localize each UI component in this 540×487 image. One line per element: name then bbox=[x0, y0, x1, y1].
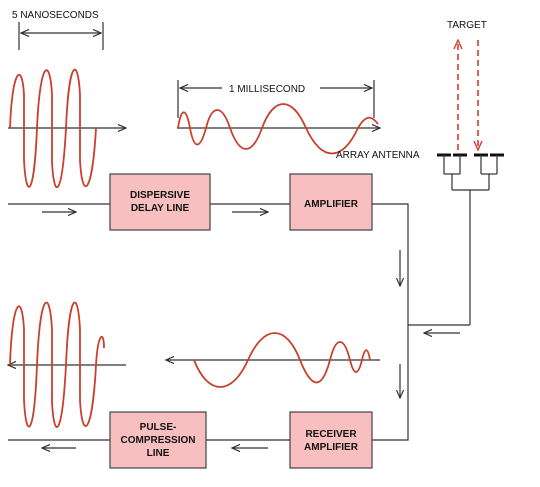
receive-chain: RECEIVER AMPLIFIER PULSE- COMPRESSION LI… bbox=[8, 411, 373, 469]
antenna-section: TARGET ARRAY ANTENNA bbox=[336, 20, 504, 325]
amplifier-label: AMPLIFIER bbox=[304, 199, 359, 210]
pulse-compression-line-box bbox=[109, 411, 207, 469]
receiver-label-1: RECEIVER bbox=[305, 429, 357, 440]
amplifier-box bbox=[289, 173, 373, 231]
received-chirp-wave bbox=[193, 332, 371, 388]
transmit-chirp-pulse: 1 MILLISECOND bbox=[177, 80, 380, 155]
received-chirp-pulse bbox=[166, 332, 380, 388]
output-pulse-wave bbox=[9, 301, 105, 428]
receiver-label-2: AMPLIFIER bbox=[304, 442, 359, 453]
target-label: TARGET bbox=[447, 20, 487, 31]
delay-line-label-2: DELAY LINE bbox=[131, 203, 190, 214]
compression-label-3: LINE bbox=[147, 448, 170, 459]
compression-label-2: COMPRESSION bbox=[120, 435, 195, 446]
transmit-short-pulse: 5 NANOSECONDS bbox=[8, 10, 126, 188]
antenna-label: ARRAY ANTENNA bbox=[336, 150, 420, 161]
dispersive-delay-line-box bbox=[109, 173, 211, 231]
pulse-width-label: 5 NANOSECONDS bbox=[12, 10, 99, 21]
short-pulse-wave bbox=[9, 68, 97, 188]
antenna-array bbox=[437, 153, 504, 325]
transmit-chain: DISPERSIVE DELAY LINE AMPLIFIER bbox=[8, 173, 470, 441]
chirp-width-label: 1 MILLISECOND bbox=[229, 84, 305, 95]
chirp-wave bbox=[177, 103, 379, 155]
compression-label-1: PULSE- bbox=[140, 422, 177, 433]
receiver-amplifier-box bbox=[289, 411, 373, 469]
amplifier-feed-line bbox=[372, 203, 409, 441]
delay-line-label-1: DISPERSIVE bbox=[130, 190, 190, 201]
compressed-output-pulse bbox=[8, 301, 126, 428]
